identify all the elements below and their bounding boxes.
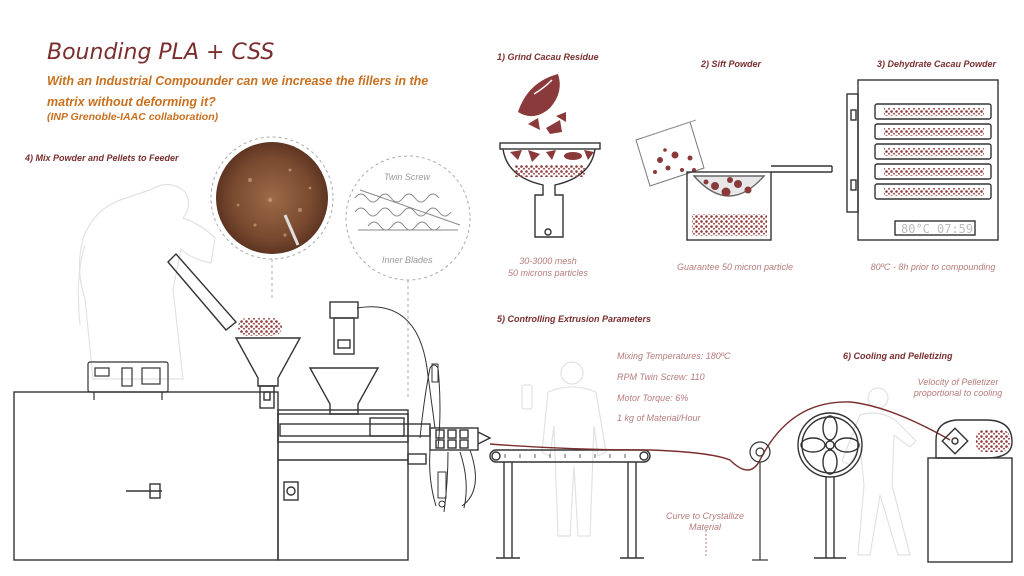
cooling-fan — [797, 412, 863, 559]
cooling-note-line2: proportional to cooling — [913, 388, 1003, 398]
param-temperature: Mixing Temperatures: 180ºC — [617, 351, 731, 361]
curve-note-line2: Material — [688, 522, 721, 532]
step-3-label: 3) Dehydrate Cacau Powder — [877, 59, 997, 69]
dehydrate-note: 80ºC - 8h prior to compounding — [870, 262, 996, 272]
cooling-conveyor — [489, 449, 651, 559]
param-throughput: 1 kg of Material/Hour — [617, 413, 701, 423]
grinder-machine — [499, 142, 601, 238]
worker-silhouette-right — [841, 387, 917, 556]
collaboration-note: (INP Grenoble-IAAC collaboration) — [47, 111, 219, 123]
grind-note-particles: 50 microns particles — [507, 268, 589, 278]
cooling-note-line1: Velocity of Pelletizer — [917, 377, 999, 387]
worker-silhouette-left — [77, 183, 216, 380]
param-torque: Motor Torque: 6% — [617, 393, 689, 403]
step-2-label: 2) Sift Powder — [701, 59, 762, 69]
extruder-barrel — [279, 423, 492, 451]
step-1-label: 1) Grind Cacau Residue — [497, 52, 599, 62]
inner-blades-label: Inner Blades — [382, 255, 433, 265]
step-4-label: 4) Mix Powder and Pellets to Feeder — [25, 153, 179, 163]
page-title: Bounding PLA + CSS — [47, 40, 275, 65]
sieve-sample — [635, 119, 705, 187]
side-feeder — [308, 301, 380, 415]
pelletizer-machine — [927, 419, 1013, 563]
twin-screw-icon — [354, 189, 461, 231]
curve-note-line1: Curve to Crystallize — [665, 511, 745, 521]
grind-note-mesh: 30-3000 mesh — [519, 256, 577, 266]
twin-screw-label: Twin Screw — [384, 172, 430, 182]
guide-pulley — [749, 441, 771, 561]
param-rpm: RPM Twin Screw: 110 — [617, 372, 705, 382]
mixture-closeup — [216, 142, 328, 254]
compounder-body — [13, 391, 427, 561]
step-5-label: 5) Controlling Extrusion Parameters — [497, 314, 652, 324]
step-6-label: 6) Cooling and Pelletizing — [843, 351, 953, 361]
filament-strand — [489, 401, 951, 471]
dehydrator-machine — [846, 79, 999, 241]
dehydrator-temp-display: 80°C — [901, 222, 930, 236]
sift-note: Guarantee 50 micron particle — [676, 262, 794, 272]
door-handle — [126, 483, 162, 499]
cacao-shell-icon — [518, 74, 566, 134]
page-subtitle: With an Industrial Compounder can we inc… — [47, 74, 429, 109]
operator-silhouette — [521, 361, 607, 537]
dehydrator-time-display: 07:59 — [937, 222, 974, 236]
extruder-cables — [419, 363, 476, 513]
feeder-chute — [167, 252, 238, 331]
control-box — [87, 361, 169, 400]
feeder-hopper — [234, 337, 302, 409]
